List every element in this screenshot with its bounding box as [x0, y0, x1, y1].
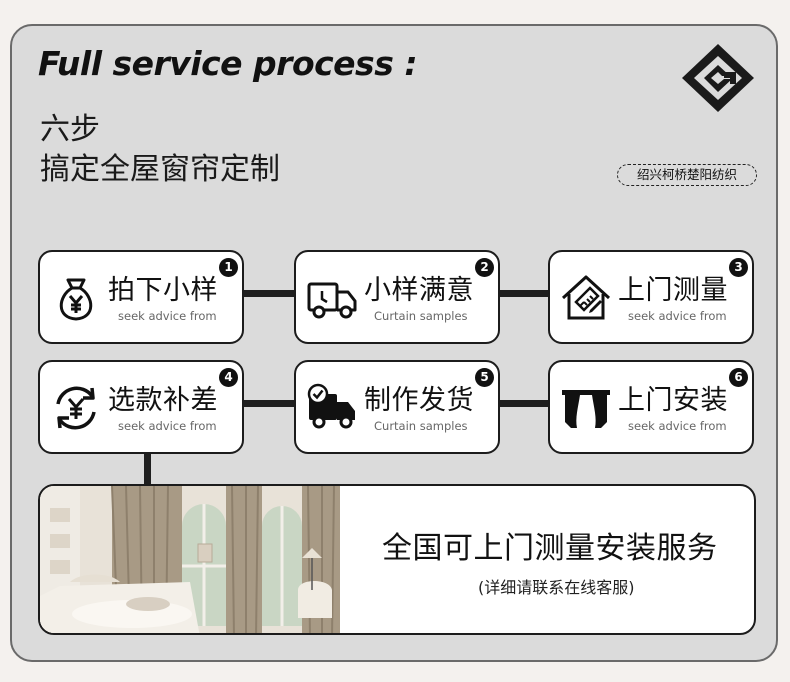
step-title: 小样满意 — [364, 275, 474, 306]
connector-2-3 — [500, 290, 550, 297]
step-number-badge: 4 — [219, 368, 238, 387]
connector-4-service — [144, 452, 151, 486]
step-caption: Curtain samples — [374, 309, 468, 323]
subtitle-line2: 搞定全屋窗帘定制 — [40, 152, 280, 187]
brand-logo-icon — [682, 44, 754, 112]
bedroom-curtains-photo — [40, 486, 340, 633]
step-title: 制作发货 — [364, 385, 474, 416]
step-card-6[interactable]: 上门安装 seek advice from 6 — [548, 360, 754, 454]
step-number-badge: 5 — [475, 368, 494, 387]
step-title: 选款补差 — [108, 385, 218, 416]
service-note: (详细请联系在线客服) — [478, 578, 635, 597]
step-card-5[interactable]: 制作发货 Curtain samples 5 — [294, 360, 500, 454]
curtain-icon — [562, 390, 610, 428]
step-title: 上门安装 — [618, 385, 728, 416]
step-number-badge: 3 — [729, 258, 748, 277]
step-card-4[interactable]: 选款补差 seek advice from 4 — [38, 360, 244, 454]
step-caption: Curtain samples — [374, 419, 468, 433]
step-card-3[interactable]: 上门测量 seek advice from 3 — [548, 250, 754, 344]
step-number-badge: 6 — [729, 368, 748, 387]
step-caption: seek advice from — [628, 419, 727, 433]
step-caption: seek advice from — [118, 419, 217, 433]
step-number-badge: 2 — [475, 258, 494, 277]
brand-badge: 绍兴柯桥楚阳纺织 — [617, 164, 757, 186]
house-ruler-icon — [561, 275, 611, 320]
service-title: 全国可上门测量安装服务 — [382, 531, 718, 566]
money-bag-icon — [59, 278, 93, 321]
checked-truck-icon — [307, 383, 355, 429]
step-title: 上门测量 — [618, 275, 728, 306]
step-card-1[interactable]: 拍下小样 seek advice from 1 — [38, 250, 244, 344]
service-card[interactable]: 全国可上门测量安装服务 (详细请联系在线客服) — [38, 484, 756, 635]
connector-4-5 — [244, 400, 296, 407]
step-card-2[interactable]: 小样满意 Curtain samples 2 — [294, 250, 500, 344]
step-title: 拍下小样 — [108, 275, 218, 306]
step-number-badge: 1 — [219, 258, 238, 277]
yuan-exchange-icon — [56, 386, 96, 430]
connector-5-6 — [500, 400, 550, 407]
step-caption: seek advice from — [118, 309, 217, 323]
step-caption: seek advice from — [628, 309, 727, 323]
delivery-truck-icon — [307, 282, 357, 319]
connector-1-2 — [244, 290, 296, 297]
headline: Full service process : — [38, 44, 418, 83]
subtitle-line1: 六步 — [40, 112, 100, 147]
